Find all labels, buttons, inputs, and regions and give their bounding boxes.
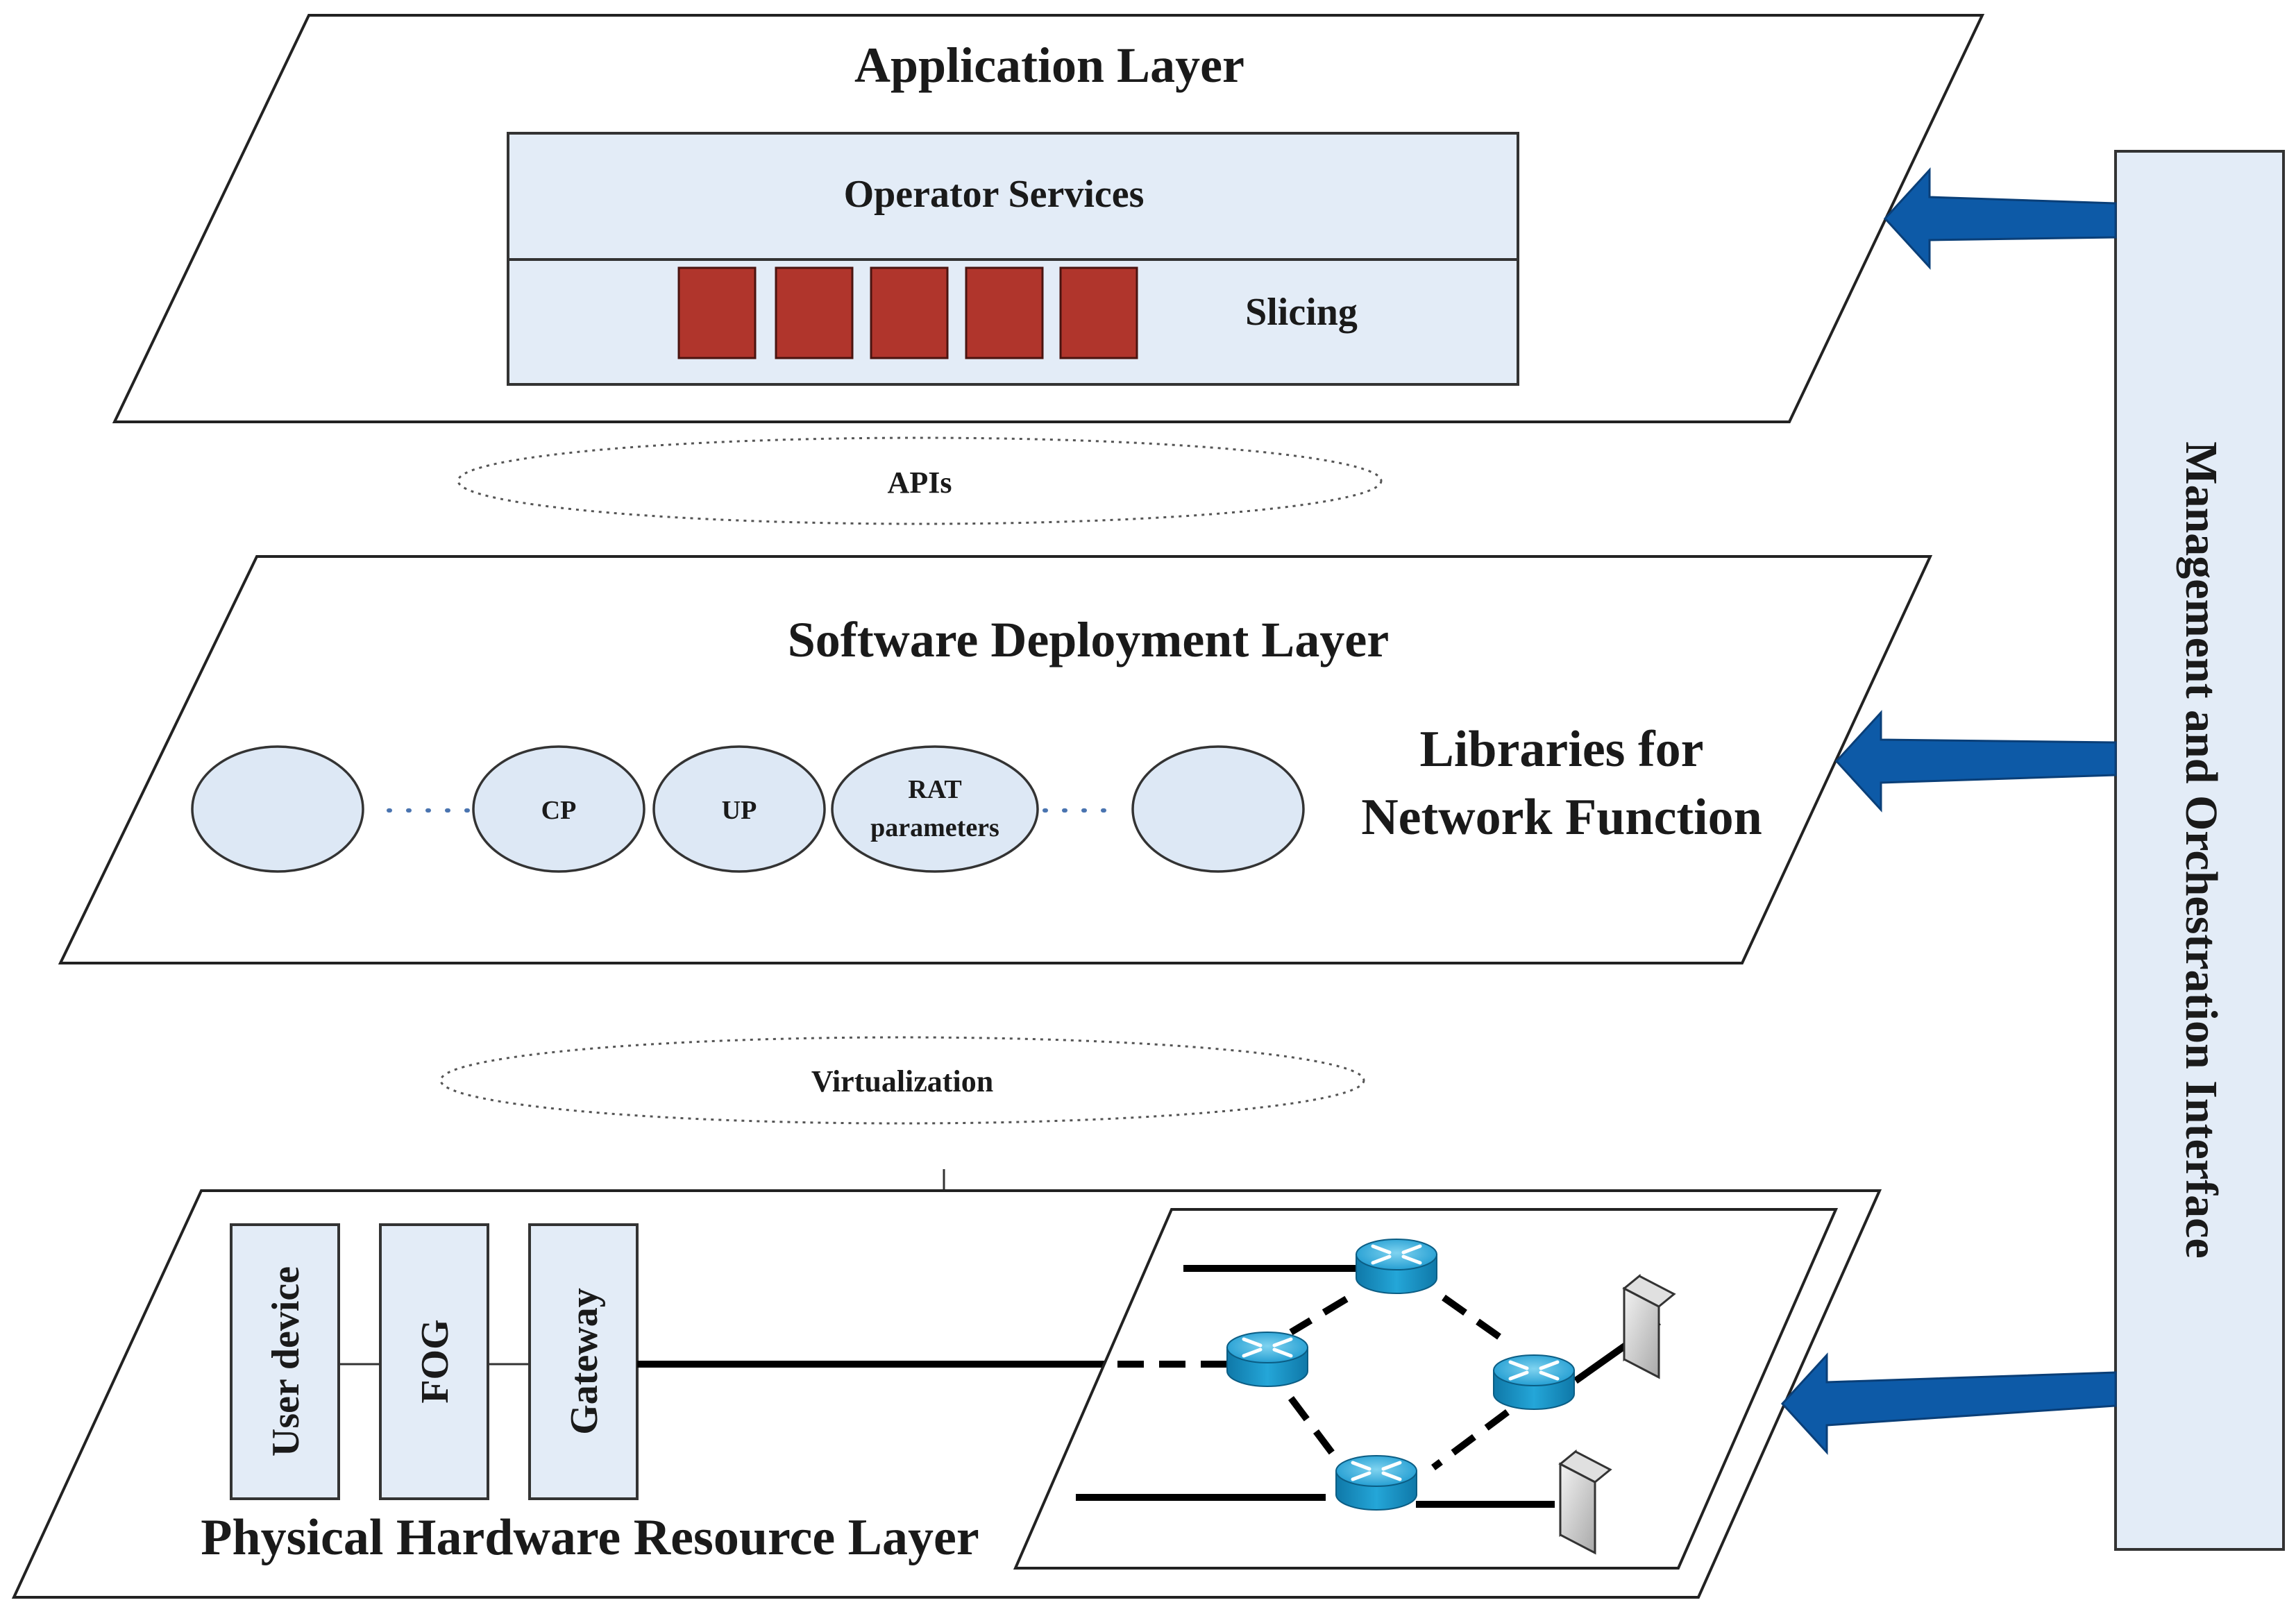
network-link: [1442, 1294, 1510, 1346]
cp-label: CP: [541, 796, 577, 825]
virtualization-ellipse: [439, 1036, 1365, 1125]
application-layer-title: Application Layer: [854, 37, 1244, 93]
libraries-label-line1: Libraries for: [1420, 721, 1704, 778]
arrow-to-physical-layer: [1780, 1352, 2117, 1455]
operator-services-label: Operator Services: [844, 173, 1145, 216]
apis-ellipse: [457, 436, 1383, 525]
gateway-label: Gateway: [563, 1288, 606, 1435]
apis-interface: APIs: [457, 436, 1383, 525]
virtualization-interface: Virtualization: [439, 1036, 1365, 1191]
slicing-label: Slicing: [1245, 291, 1358, 334]
slice-block: [677, 266, 757, 359]
parameters-label: parameters: [870, 813, 999, 842]
slice-block: [965, 266, 1044, 359]
router-icon: [1356, 1239, 1437, 1293]
slice-block: [775, 266, 854, 359]
management-orchestration: Management and Orchestration Interface: [1780, 150, 2285, 1551]
network-function-up: [652, 745, 826, 873]
arrow-to-software-layer: [1834, 710, 2117, 813]
network-link: [1431, 1409, 1510, 1471]
network-function-empty: [1131, 745, 1305, 873]
apis-label: APIs: [888, 466, 952, 500]
libraries-label-line2: Network Function: [1361, 789, 1762, 846]
fog-label: FOG: [414, 1319, 457, 1403]
rat-label: RAT: [908, 775, 961, 804]
router-icon: [1336, 1456, 1417, 1510]
user-device-label: User device: [264, 1266, 307, 1456]
user-device-box: [230, 1223, 340, 1500]
slice-block: [870, 266, 949, 359]
gateway-box: [528, 1223, 639, 1500]
management-title: Management and Orchestration Interface: [2176, 441, 2227, 1258]
network-link: [1289, 1295, 1349, 1336]
fog-box: [379, 1223, 489, 1500]
network-function-cp: [472, 745, 645, 873]
physical-hardware-layer: User device FOG Gateway Physical Hardwar…: [11, 1189, 1882, 1599]
network-link: [1288, 1396, 1335, 1456]
software-layer-title: Software Deployment Layer: [788, 612, 1390, 668]
router-icon: [1494, 1355, 1574, 1409]
router-icon: [1227, 1332, 1308, 1386]
up-label: UP: [722, 796, 757, 825]
slice-block: [1059, 266, 1138, 359]
network-function-empty: [191, 745, 364, 873]
virtualization-label: Virtualization: [811, 1064, 993, 1098]
application-layer: Application Layer Operator Services Slic…: [112, 14, 1985, 423]
arrow-to-application-layer: [1883, 167, 2117, 270]
network-function-rat-parameters: [831, 745, 1039, 873]
physical-layer-title: Physical Hardware Resource Layer: [201, 1509, 979, 1566]
software-deployment-layer: Software Deployment Layer CP UP RAT para…: [58, 555, 1933, 964]
management-panel: [2114, 150, 2285, 1551]
